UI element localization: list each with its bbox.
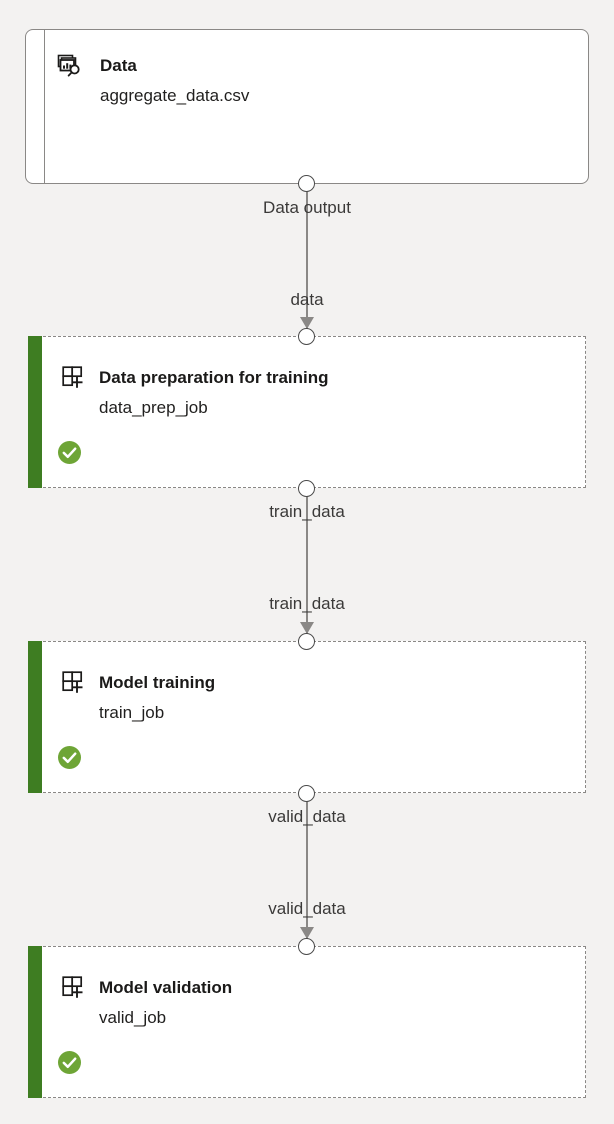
job-status-accent-bar	[27, 640, 42, 793]
node-title: Data preparation for training	[99, 368, 329, 387]
check-circle-icon	[57, 1050, 82, 1075]
check-circle-icon	[57, 745, 82, 770]
edge-target-label-3: valid_data	[268, 899, 346, 918]
graph-node-train-job[interactable]: Model training train_job	[27, 640, 586, 793]
node-subtitle: data_prep_job	[99, 398, 208, 417]
check-circle-icon	[57, 440, 82, 465]
node-subtitle: train_job	[99, 703, 165, 722]
node-title: Model training	[99, 673, 216, 692]
edge-arrow-1	[300, 317, 314, 329]
job-grid-plus-icon	[61, 670, 87, 696]
graph-node-data-prep-job[interactable]: Data preparation for training data_prep_…	[27, 335, 586, 488]
job-status-accent-bar	[27, 335, 42, 488]
output-port-train-job[interactable]	[298, 785, 315, 802]
input-port-data-prep-job[interactable]	[298, 328, 315, 345]
edge-source-label-1: Data output	[263, 198, 351, 217]
node-title: Model validation	[99, 978, 233, 997]
node-subtitle: aggregate_data.csv	[100, 86, 250, 105]
edge-arrow-3	[300, 927, 314, 939]
edge-line-1	[306, 183, 308, 329]
output-port-data-prep-job[interactable]	[298, 480, 315, 497]
node-subtitle: valid_job	[99, 1008, 167, 1027]
edge-target-label-2: train_data	[269, 594, 345, 613]
input-port-train-job[interactable]	[298, 633, 315, 650]
edge-source-label-3: valid_data	[268, 807, 346, 826]
data-asset-icon	[56, 53, 82, 79]
graph-node-valid-job[interactable]: Model validation valid_job	[27, 945, 586, 1098]
edge-line-3	[306, 793, 308, 939]
asset-accent-line	[44, 30, 45, 183]
edge-target-label-1: data	[290, 290, 324, 309]
graph-node-data-asset[interactable]: Data aggregate_data.csv	[25, 29, 589, 184]
edge-arrow-2	[300, 622, 314, 634]
node-title: Data	[100, 56, 137, 75]
edge-line-2	[306, 488, 308, 634]
job-grid-plus-icon	[61, 365, 87, 391]
input-port-valid-job[interactable]	[298, 938, 315, 955]
job-status-accent-bar	[27, 945, 42, 1098]
output-port-data-asset[interactable]	[298, 175, 315, 192]
job-grid-plus-icon	[61, 975, 87, 1001]
edge-source-label-2: train_data	[269, 502, 345, 521]
